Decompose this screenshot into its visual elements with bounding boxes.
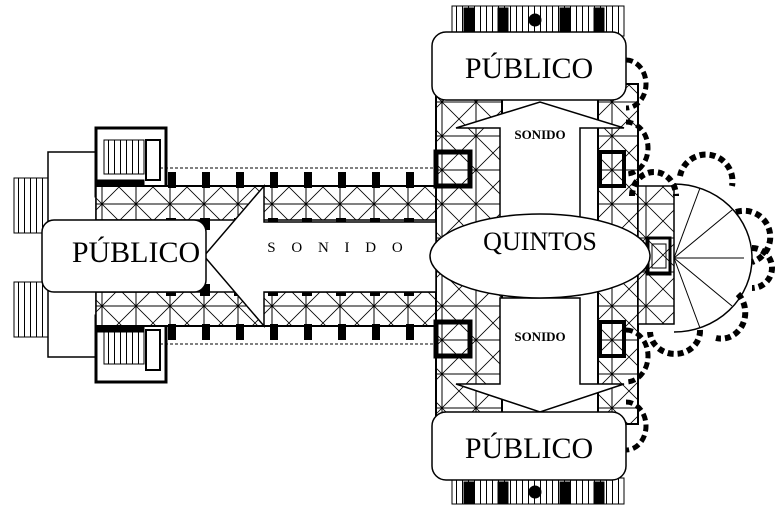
public-label-bottom: PÚBLICO (465, 432, 593, 465)
crossing-pier-sw (433, 319, 473, 359)
labels: PÚBLICO PÚBLICO PÚBLICO QUINTOS SONIDO S… (72, 52, 597, 465)
radiating-chapels (629, 151, 775, 357)
public-label-top: PÚBLICO (465, 52, 593, 85)
west-stairs-bottom (13, 281, 49, 338)
west-stairs-top (13, 177, 49, 234)
nave-north-aisle (95, 185, 437, 221)
south-transept-wall (451, 477, 625, 505)
nave-south-aisle (95, 291, 437, 327)
sound-arrow-south (455, 297, 625, 413)
sound-arrows (203, 101, 625, 413)
public-label-left: PÚBLICO (72, 236, 200, 269)
audience-boxes (41, 31, 651, 481)
crossing-pier-nw (433, 149, 473, 189)
public-box-bottom (431, 411, 627, 481)
sound-arrow-north (455, 101, 625, 219)
sound-label-nave: S O N I D O (267, 240, 408, 256)
public-box-left (41, 219, 207, 293)
apse (673, 183, 753, 333)
sound-label-bottom: SONIDO (514, 329, 565, 344)
sound-label-top: SONIDO (514, 127, 565, 142)
quintos-ellipse (429, 213, 651, 299)
public-box-top (431, 31, 627, 101)
transept-chapels (625, 57, 651, 453)
sound-arrow-west (203, 183, 437, 329)
quintos-label: QUINTOS (483, 227, 597, 256)
